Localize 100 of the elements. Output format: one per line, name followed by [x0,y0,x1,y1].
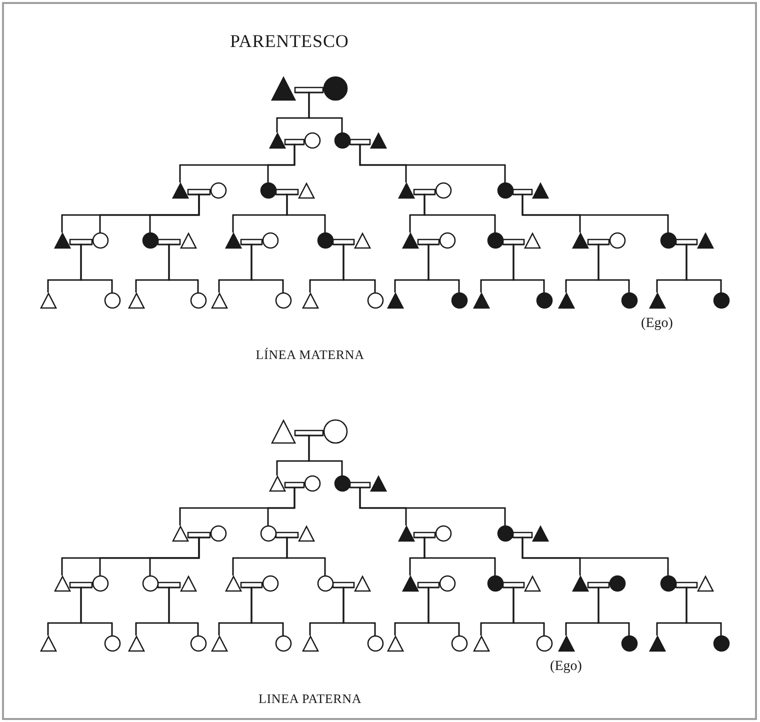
triangle-symbol [268,474,286,492]
triangle-symbol [648,292,666,308]
descent-line [428,244,460,292]
marriage-sign [275,532,299,538]
triangle-symbol [210,292,228,308]
triangle-symbol [302,634,318,652]
triangle-symbol [270,418,296,444]
descent-line [308,92,343,132]
circle-symbol [260,182,276,198]
circle-symbol [316,232,334,248]
triangle-symbol [524,574,540,592]
triangle-symbol [128,634,144,652]
marriage-sign [332,238,355,246]
triangle-symbol [298,182,314,198]
circle-symbol [536,292,552,308]
circle-symbol [434,182,452,198]
circle-symbol [486,574,504,592]
marriage-sign [240,582,263,588]
triangle-symbol [370,132,386,148]
marriage-sign [349,482,371,488]
circle-symbol [438,232,456,248]
circle-symbol [92,232,108,248]
circle-symbol [104,292,120,308]
triangle-symbol [172,524,188,542]
ego-label: (Ego) [641,317,673,331]
triangle-symbol [40,292,56,308]
circle-symbol [608,232,626,248]
marriage-sign [294,86,324,94]
circle-symbol [210,182,226,198]
descent-line [149,194,210,232]
circle-symbol [450,634,468,652]
marriage-sign [675,582,698,588]
triangle-symbol [210,634,228,652]
triangle-symbol [648,634,666,652]
diagram-title: PARENTESCO [230,32,349,50]
marriage-sign [417,238,440,246]
marriage-sign [587,582,610,588]
triangle-symbol [532,524,548,542]
triangle-symbol [172,182,188,198]
triangle-symbol [386,634,404,652]
marriage-sign [157,582,181,588]
circle-symbol [304,132,320,148]
circle-symbol [438,574,456,592]
ego-label: (Ego) [550,660,582,674]
triangle-symbol [54,232,70,248]
triangle-symbol [270,76,296,100]
descent-line [598,586,630,636]
marriage-sign [349,138,371,146]
triangle-symbol [298,524,314,542]
triangle-symbol [354,232,370,248]
circle-symbol [334,132,350,148]
marriage-sign [413,188,436,196]
marriage-sign [284,138,305,146]
descent-line [308,434,343,476]
triangle-symbol [572,574,588,592]
triangle-symbol [558,634,574,652]
descent-line [149,536,210,576]
marriage-sign [512,188,533,196]
circle-symbol [620,292,638,308]
marriage-sign [502,238,525,246]
circle-symbol [142,232,158,248]
marriage-sign [587,238,610,246]
triangle-symbol [224,574,242,592]
triangle-symbol [268,132,286,148]
triangle-symbol [224,232,242,248]
triangle-symbol [370,474,386,492]
circle-symbol [712,634,730,652]
circle-symbol [660,574,676,592]
descent-line [286,194,326,232]
marriage-sign [512,532,533,538]
triangle-symbol [128,292,144,308]
descent-line [168,244,199,292]
marriage-sign [157,238,181,246]
section-label: LÍNEA MATERNA [256,348,364,361]
marriage-sign [240,238,263,246]
descent-line [512,244,545,292]
descent-line [428,586,460,636]
marriage-sign [284,482,305,488]
triangle-symbol [402,574,418,592]
triangle-symbol [398,182,414,198]
circle-symbol [366,292,384,308]
circle-symbol [274,292,292,308]
marriage-sign [417,582,440,588]
triangle-symbol [524,232,540,248]
marriage-sign [187,532,211,538]
circle-symbol [536,634,552,652]
circle-symbol [190,292,206,308]
triangle-symbol [472,292,490,308]
triangle-symbol [386,292,404,308]
marriage-sign [187,188,211,196]
triangle-symbol [532,182,548,198]
circle-symbol [304,474,320,492]
circle-symbol [316,574,334,592]
circle-symbol [450,292,468,308]
descent-line [686,586,722,636]
circle-symbol [190,634,206,652]
circle-symbol [322,76,348,100]
circle-symbol [274,634,292,652]
circle-symbol [486,232,504,248]
circle-symbol [620,634,638,652]
